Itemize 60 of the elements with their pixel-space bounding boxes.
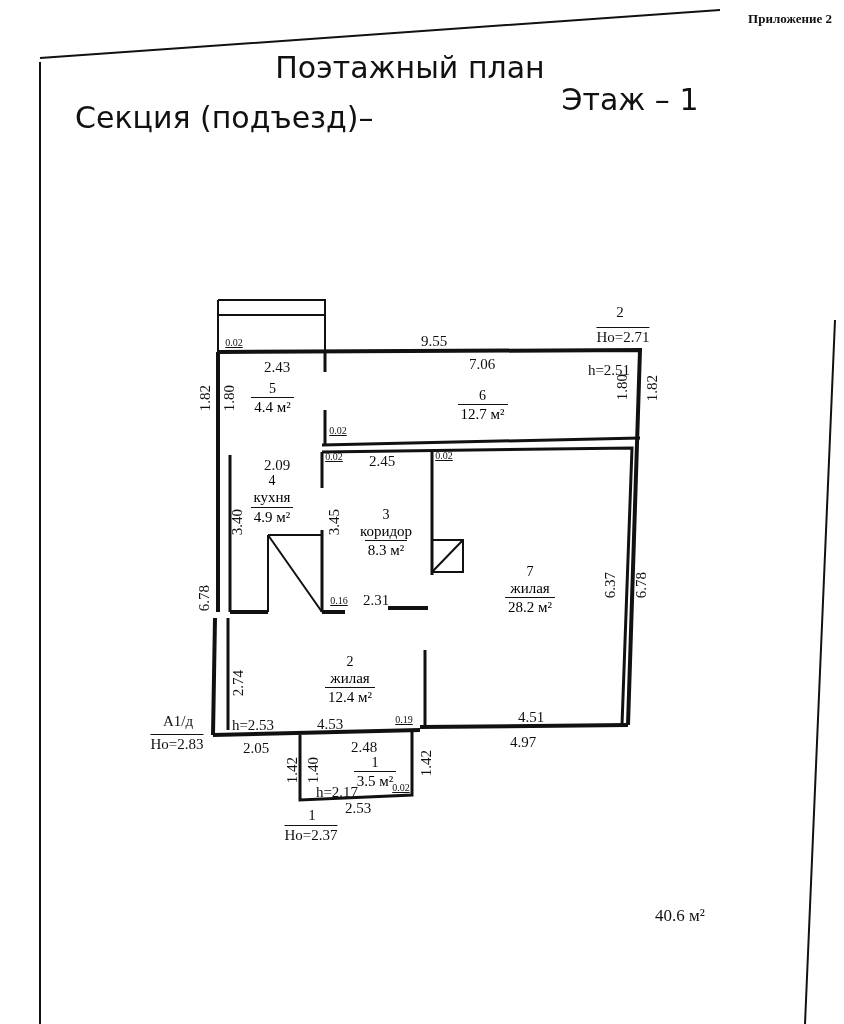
dimension-label: 1.82: [197, 384, 213, 412]
elevation-mark: Ho=2.83: [150, 734, 204, 752]
dimension-label: 6.37: [602, 571, 618, 599]
dimension-label: 1.42: [418, 749, 434, 777]
room-number: 6: [479, 388, 486, 405]
plan-title: Поэтажный план: [275, 53, 545, 83]
dimension-label: 2.48: [350, 739, 378, 755]
dimension-label: 2.45: [368, 453, 396, 469]
dimension-label: 40.6 м²: [655, 906, 705, 924]
elevation-mark: Ho=2.71: [596, 327, 650, 345]
dimension-label: 9.55: [420, 333, 448, 349]
dimension-label: 6.78: [196, 584, 212, 612]
dimension-label: 1.42: [284, 756, 300, 784]
wall-thickness-label: 0.02: [392, 783, 410, 793]
room-area: 28.2 м²: [505, 597, 555, 617]
wall-thickness-label: 0.02: [225, 338, 243, 348]
dimension-label: 3.40: [229, 508, 245, 536]
room-name: кухня: [253, 489, 291, 507]
dimension-label: 1.80: [221, 384, 237, 412]
room-number: 5: [269, 380, 276, 397]
dimension-label: 6.78: [633, 571, 649, 599]
dimension-label: 1.40: [305, 756, 321, 784]
room-number: 4: [268, 473, 276, 490]
dimension-label: A1/д: [162, 713, 194, 729]
room-number: 1: [371, 755, 379, 772]
dimension-label: 2.09: [263, 457, 291, 473]
dimension-label: 4.51: [517, 709, 545, 725]
plan-heading: Секция (подъезд)–: [75, 103, 374, 133]
dimension-label: 3.45: [326, 508, 342, 536]
room-number: 3: [382, 506, 390, 523]
room-name: жилая: [330, 669, 370, 688]
room-area: 12.7 м²: [457, 404, 508, 424]
dimension-label: 2.53: [344, 800, 372, 816]
dimension-label: 2: [616, 304, 624, 320]
wall-thickness-label: 0.16: [330, 596, 348, 606]
dimension-label: h=2.53: [231, 717, 275, 733]
elevation-mark: Ho=2.37: [284, 825, 338, 843]
dimension-label: 2.74: [230, 669, 246, 697]
room-area: 8.3 м²: [364, 540, 408, 560]
wall-thickness-label: 0.02: [329, 426, 347, 436]
appendix-note: Приложение 2: [748, 11, 832, 25]
wall-thickness-label: 0.19: [395, 715, 413, 725]
dimension-label: 2.31: [362, 592, 390, 608]
wall-thickness-label: 0.02: [435, 451, 453, 461]
room-number: 2: [346, 653, 354, 670]
dimension-label: 2.43: [263, 359, 291, 375]
room-name: жилая: [510, 579, 550, 598]
room-area: 4.4 м²: [251, 396, 294, 417]
dimension-label: 2.05: [242, 740, 270, 756]
room-area: 12.4 м²: [325, 687, 375, 707]
plan-heading: Этаж – 1: [561, 85, 699, 115]
dimension-label: 1.82: [644, 374, 660, 402]
dimension-label: 4.53: [316, 716, 344, 732]
dimension-label: 1: [308, 807, 316, 823]
dimension-label: 7.06: [468, 356, 496, 372]
room-name: коридор: [359, 522, 413, 541]
wall-thickness-label: 0.02: [325, 452, 343, 462]
dimension-label: 4.97: [509, 734, 537, 750]
room-number: 7: [526, 563, 534, 580]
room-area: 4.9 м²: [250, 506, 294, 526]
